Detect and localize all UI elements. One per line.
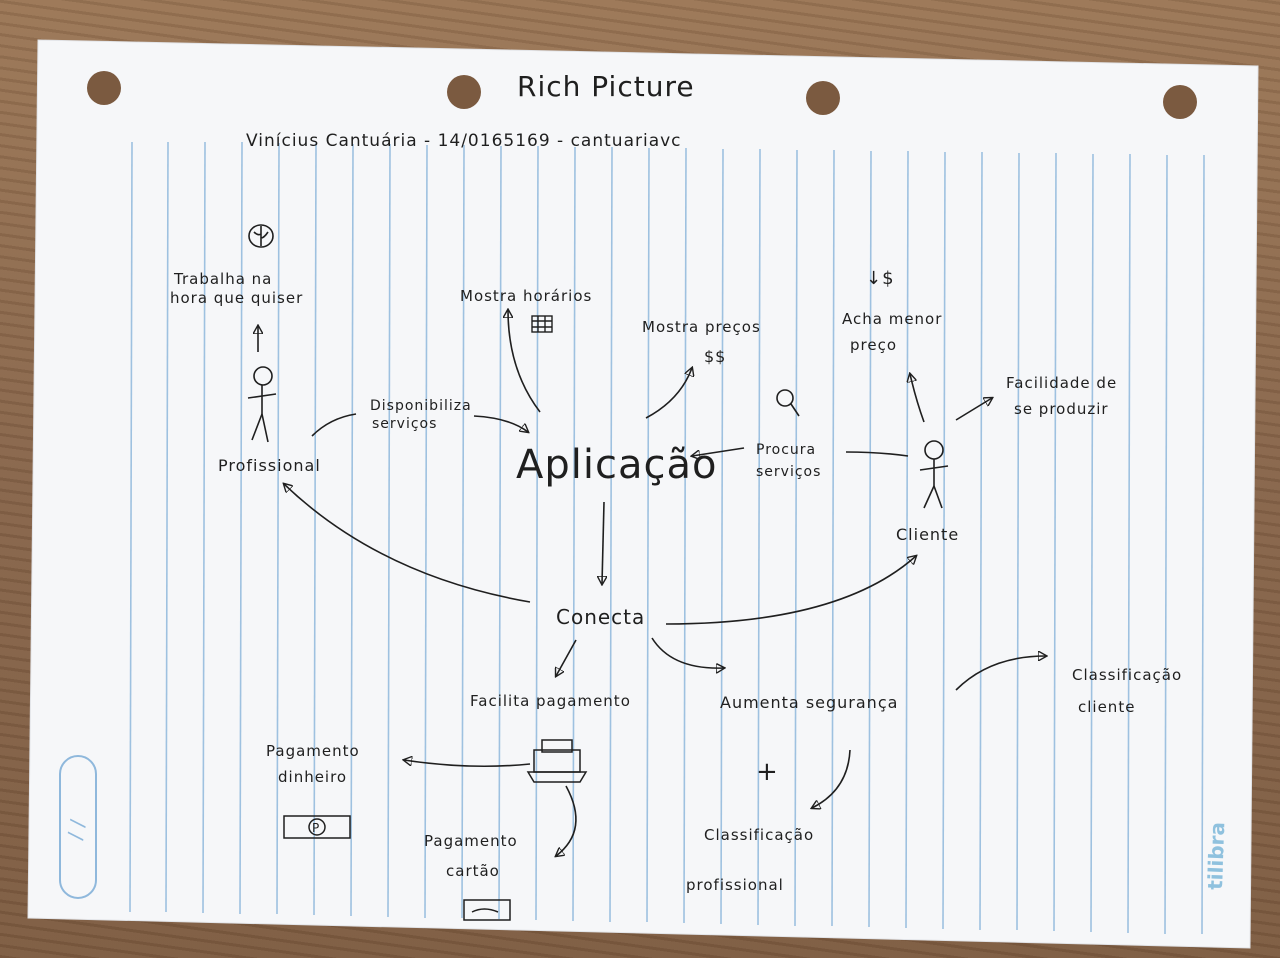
label-pag-cartao-2: cartão [446,862,500,880]
arrow-cliente-facilidade [955,398,992,421]
arrow-conecta-seguranca [651,637,724,668]
label-pag-cartao-1: Pagamento [424,832,518,850]
central-node-aplicacao: Aplicação [516,442,717,488]
line-cliente-procura [845,451,909,457]
label-procura-1: Procura [756,442,816,458]
label-trabalha-2: hora que quiser [170,289,303,307]
cliente-stick-figure [919,440,949,509]
label-facilidade-1: Facilidade de [1006,374,1117,392]
label-pag-dinheiro-1: Pagamento [266,742,360,760]
arrow-conecta-cliente [665,556,916,625]
label-mostra-horarios: Mostra horários [460,287,592,305]
magnifier-icon [776,389,800,417]
label-classificacao-prof-2: profissional [686,876,784,894]
label-cliente: Cliente [896,525,959,544]
brain-icon [248,224,274,248]
label-acha-1: Acha menor [842,310,942,328]
label-disponibiliza-2: serviços [372,416,437,432]
label-disponibiliza-1: Disponibiliza [370,398,472,414]
label-classificacao-cliente-2: cliente [1078,698,1135,716]
label-pag-dinheiro-2: dinheiro [278,768,347,786]
arrow-seguranca-classificacao-cliente [955,656,1046,691]
punch-holes [87,71,1197,119]
hub-node-conecta: Conecta [556,605,645,629]
paper-sheet [27,39,1259,949]
dollar-icon-precos: $$ [704,347,726,366]
profissional-stick-figure [247,366,277,443]
arrow-caixa-dinheiro [404,760,531,768]
arrow-caixa-cartao [556,785,577,856]
label-facilita-pagamento: Facilita pagamento [470,692,631,710]
arrow-seguranca-classificacao-prof [812,749,851,808]
arrow-cliente-acha [910,374,925,423]
label-classificacao-cliente-1: Classificação [1072,666,1182,684]
label-mostra-precos: Mostra preços [642,318,761,336]
label-classificacao-prof-1: Classificação [704,826,814,844]
label-facilidade-2: se produzir [1014,400,1109,418]
cash-register-icon [526,739,588,783]
money-bill-symbol: P [312,821,320,835]
arrow-conecta-profissional [284,484,531,603]
notebook-page-mark: / / [62,818,89,842]
label-procura-2: serviços [756,464,821,480]
notebook-page-box: / / [59,755,97,899]
arrow-procura-aplicacao [692,447,745,456]
label-aumenta-seguranca: Aumenta segurança [720,693,898,712]
calendar-icon [531,315,553,333]
arrow-aplicacao-precos [645,368,692,419]
money-bill-icon [283,815,351,839]
label-trabalha-1: Trabalha na [173,270,272,288]
plus-sign: + [756,757,779,787]
dollar-down-icon: ↓$ [866,268,895,289]
arrow-disponibiliza-aplicacao [473,415,528,432]
arrow-aplicacao-conecta [602,501,604,584]
author-line: Vinícius Cantuária - 14/0165169 - cantua… [246,131,682,151]
arrow-conecta-facilita [556,639,577,676]
arrow-aplicacao-horarios [508,310,541,413]
label-profissional: Profissional [218,456,321,475]
ruled-lines [129,141,1205,935]
brand-logo: tilibra [1203,822,1229,891]
label-acha-2: preço [850,336,897,354]
diagram-title: Rich Picture [517,70,695,103]
line-profissional-disponibiliza [311,413,357,437]
credit-card-icon [463,899,511,921]
